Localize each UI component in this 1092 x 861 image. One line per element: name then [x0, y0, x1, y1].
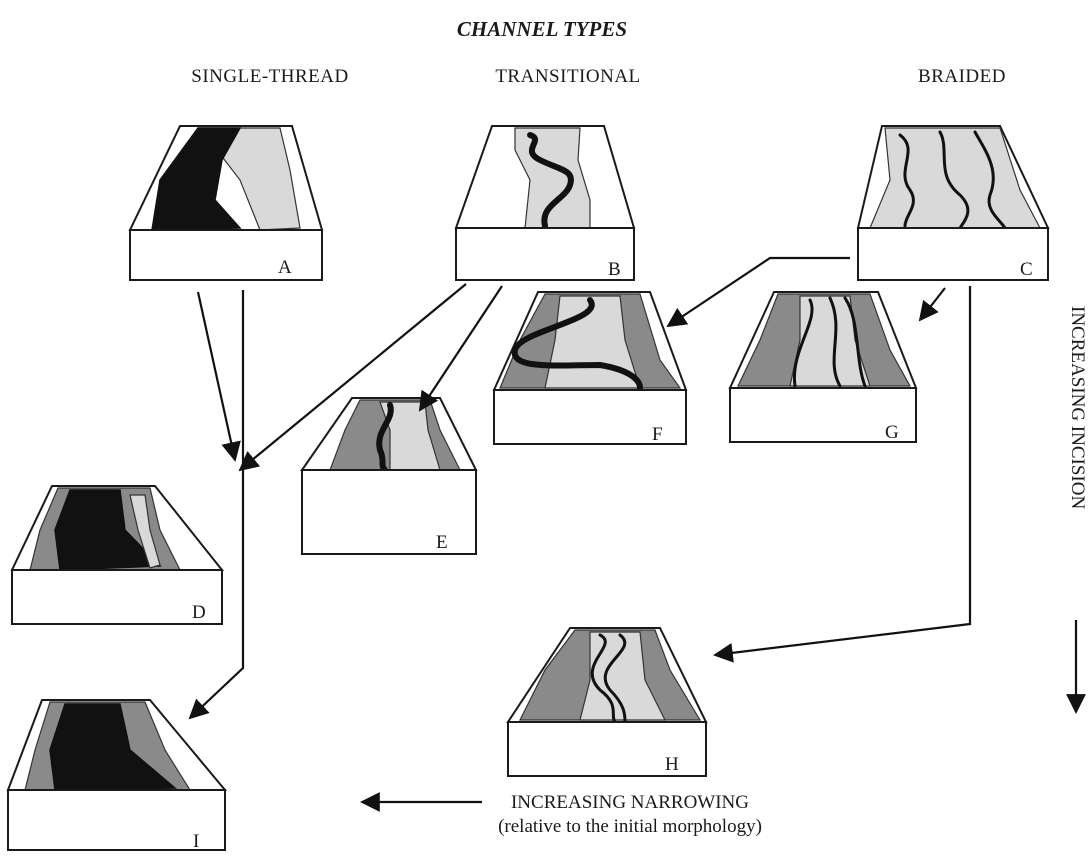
label-d: D: [192, 602, 206, 623]
label-g: G: [885, 422, 899, 443]
narrowing-axis-subtitle: (relative to the initial morphology): [498, 816, 762, 837]
column-transitional: TRANSITIONAL: [495, 66, 640, 87]
block-d: D: [12, 486, 222, 624]
arrow-c-to-g: [920, 288, 945, 320]
label-h: H: [665, 754, 679, 775]
label-c: C: [1020, 259, 1033, 280]
label-f: F: [652, 424, 663, 445]
block-c: C: [858, 126, 1048, 280]
block-h: H: [508, 628, 706, 776]
block-g: G: [730, 292, 916, 443]
column-braided: BRAIDED: [918, 66, 1006, 87]
block-a: A: [130, 126, 322, 280]
diagram-title: CHANNEL TYPES: [457, 17, 627, 41]
block-e: E: [302, 398, 476, 554]
block-b: B: [456, 126, 634, 280]
narrowing-axis-label: INCREASING NARROWING: [511, 792, 749, 813]
incision-axis-label: INCREASING INCISION: [1067, 306, 1088, 509]
column-single-thread: SINGLE-THREAD: [191, 66, 348, 87]
block-i: I: [8, 700, 225, 852]
arrow-b-to-e: [420, 286, 502, 410]
label-i: I: [193, 831, 199, 852]
arrow-a-to-d: [198, 292, 235, 460]
arrow-a-to-i: [190, 290, 243, 718]
label-b: B: [608, 259, 621, 280]
label-a: A: [278, 257, 292, 278]
label-e: E: [436, 532, 448, 553]
block-f: F: [494, 292, 686, 445]
